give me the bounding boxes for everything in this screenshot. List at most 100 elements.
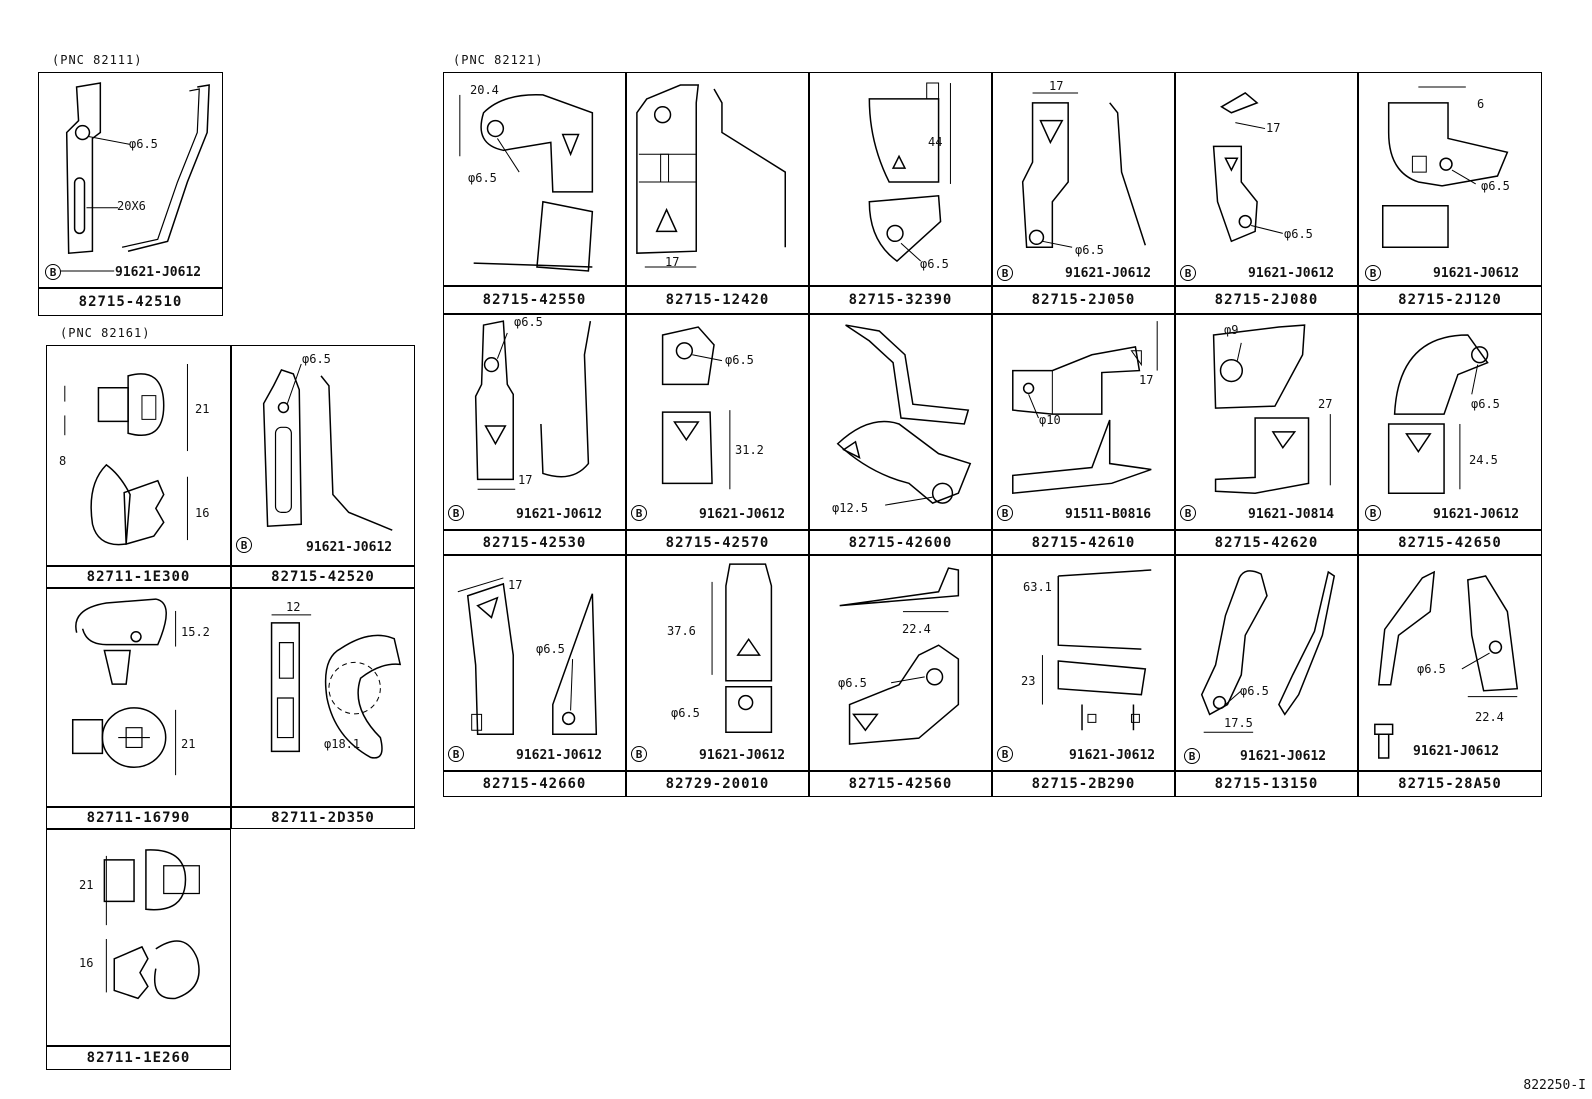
dim-label: 20.4 [470, 83, 499, 97]
part-number-42560: 82715-42560 [809, 771, 992, 797]
part-number-42510: 82715-42510 [38, 288, 223, 316]
dim-label: 21 [181, 737, 196, 751]
dim-label: 17 [508, 578, 523, 592]
clip-drawing [47, 589, 230, 806]
part-number-2d350: 82711-2D350 [231, 807, 415, 829]
bolt-part-number: 91621-J0612 [1413, 744, 1500, 759]
bracket-drawing [39, 73, 222, 287]
part-number-42610: 82715-42610 [992, 530, 1175, 555]
part-cell-2b290: 63.1 23 B 91621-J0612 [992, 555, 1175, 771]
part-number-42600: 82715-42600 [809, 530, 992, 555]
dim-label: φ6.5 [1471, 397, 1500, 411]
pnc-label-82111: (PNC 82111) [52, 53, 143, 67]
dim-label: 16 [79, 956, 94, 970]
part-cell-42610: 17 φ10 B 91511-B0816 [992, 314, 1175, 530]
bracket-drawing [444, 315, 625, 529]
bolt-b-icon: B [1365, 505, 1381, 521]
part-cell-12420: 17 [626, 72, 809, 286]
bracket-drawing [810, 556, 991, 770]
part-cell-2j050: 17 φ6.5 B 91621-J0612 [992, 72, 1175, 286]
dim-label: 21 [195, 402, 210, 416]
bolt-part-number: 91621-J0612 [1433, 507, 1520, 522]
bracket-drawing [810, 73, 991, 285]
dim-label: 6 [1477, 97, 1485, 111]
bolt-part-number: 91621-J0612 [306, 540, 393, 555]
dim-label: 15.2 [181, 625, 210, 639]
bolt-b-icon: B [448, 505, 464, 521]
dim-label: φ6.5 [1240, 684, 1269, 698]
part-cell-2j120: 6 φ6.5 B 91621-J0612 [1358, 72, 1542, 286]
part-number-42520: 82715-42520 [231, 566, 415, 588]
bracket-drawing [1176, 556, 1357, 770]
part-cell-32390: 44 φ6.5 [809, 72, 992, 286]
clip-drawing [47, 830, 230, 1045]
dim-label: 31.2 [735, 443, 764, 457]
part-cell-42530: φ6.5 17 B 91621-J0612 [443, 314, 626, 530]
part-cell-1e300: 21 8 16 [46, 345, 231, 566]
bolt-part-number: 91621-J0612 [1433, 266, 1520, 281]
part-cell-2d350: 12 φ18.1 [231, 588, 415, 807]
bolt-b-icon: B [448, 746, 464, 762]
bolt-b-icon: B [1365, 265, 1381, 281]
dim-label: 12 [286, 600, 301, 614]
part-cell-42560: 22.4 φ6.5 [809, 555, 992, 771]
dim-label: 37.6 [667, 624, 696, 638]
part-cell-42660: 17 φ6.5 B 91621-J0612 [443, 555, 626, 771]
dim-label: φ18.1 [324, 737, 361, 751]
part-cell-42510: φ6.5 20X6 B 91621-J0612 [38, 72, 223, 288]
bolt-b-icon: B [631, 746, 647, 762]
dim-label: φ6.5 [1417, 662, 1446, 676]
dim-label: 21 [79, 878, 94, 892]
bracket-drawing [444, 73, 625, 285]
dim-label: 22.4 [902, 622, 931, 636]
dim-label: 44 [928, 135, 943, 149]
dim-label: 24.5 [1469, 453, 1498, 467]
dim-label: 17 [665, 255, 680, 269]
part-number-42570: 82715-42570 [626, 530, 809, 555]
bracket-drawing [627, 315, 808, 529]
bolt-b-icon: B [1180, 505, 1196, 521]
part-number-28a50: 82715-28A50 [1358, 771, 1542, 797]
part-number-16790: 82711-16790 [46, 807, 231, 829]
dim-label: φ6.5 [129, 137, 158, 151]
part-cell-13150: φ6.5 17.5 B 91621-J0612 [1175, 555, 1358, 771]
pnc-label-82161: (PNC 82161) [60, 326, 151, 340]
part-number-42620: 82715-42620 [1175, 530, 1358, 555]
clip-drawing [232, 589, 414, 806]
dim-label: φ6.5 [725, 353, 754, 367]
bolt-part-number: 91621-J0814 [1248, 507, 1335, 522]
part-cell-20010: 37.6 φ6.5 B 91621-J0612 [626, 555, 809, 771]
bolt-b-icon: B [997, 265, 1013, 281]
dim-label: 23 [1021, 674, 1036, 688]
part-cell-42520: φ6.5 B 91621-J0612 [231, 345, 415, 566]
part-number-42550: 82715-42550 [443, 286, 626, 314]
dim-label: φ6.5 [536, 642, 565, 656]
bracket-drawing [1176, 315, 1357, 529]
bolt-part-number: 91621-J0612 [516, 507, 603, 522]
dim-label: φ12.5 [832, 501, 869, 515]
part-cell-42600: φ12.5 [809, 314, 992, 530]
part-cell-16790: 15.2 21 [46, 588, 231, 807]
dim-label: φ6.5 [920, 257, 949, 271]
dim-label: φ10 [1039, 413, 1061, 427]
dim-label: φ6.5 [302, 352, 331, 366]
part-number-1e260: 82711-1E260 [46, 1046, 231, 1070]
part-cell-42570: φ6.5 31.2 B 91621-J0612 [626, 314, 809, 530]
part-number-2j080: 82715-2J080 [1175, 286, 1358, 314]
part-number-32390: 82715-32390 [809, 286, 992, 314]
dim-label: 27 [1318, 397, 1333, 411]
dim-label: 17 [1139, 373, 1154, 387]
part-number-1e300: 82711-1E300 [46, 566, 231, 588]
bolt-part-number: 91621-J0612 [699, 748, 786, 763]
dim-label: φ6.5 [1481, 179, 1510, 193]
bolt-part-number: 91621-J0612 [1065, 266, 1152, 281]
part-cell-42550: 20.4 φ6.5 [443, 72, 626, 286]
dim-label: 63.1 [1023, 580, 1052, 594]
bolt-part-number: 91621-J0612 [1069, 748, 1156, 763]
dim-label: φ6.5 [1284, 227, 1313, 241]
part-number-12420: 82715-12420 [626, 286, 809, 314]
dim-label: φ6.5 [514, 315, 543, 329]
part-number-42530: 82715-42530 [443, 530, 626, 555]
bracket-drawing [1359, 315, 1541, 529]
dim-label: φ6.5 [1075, 243, 1104, 257]
